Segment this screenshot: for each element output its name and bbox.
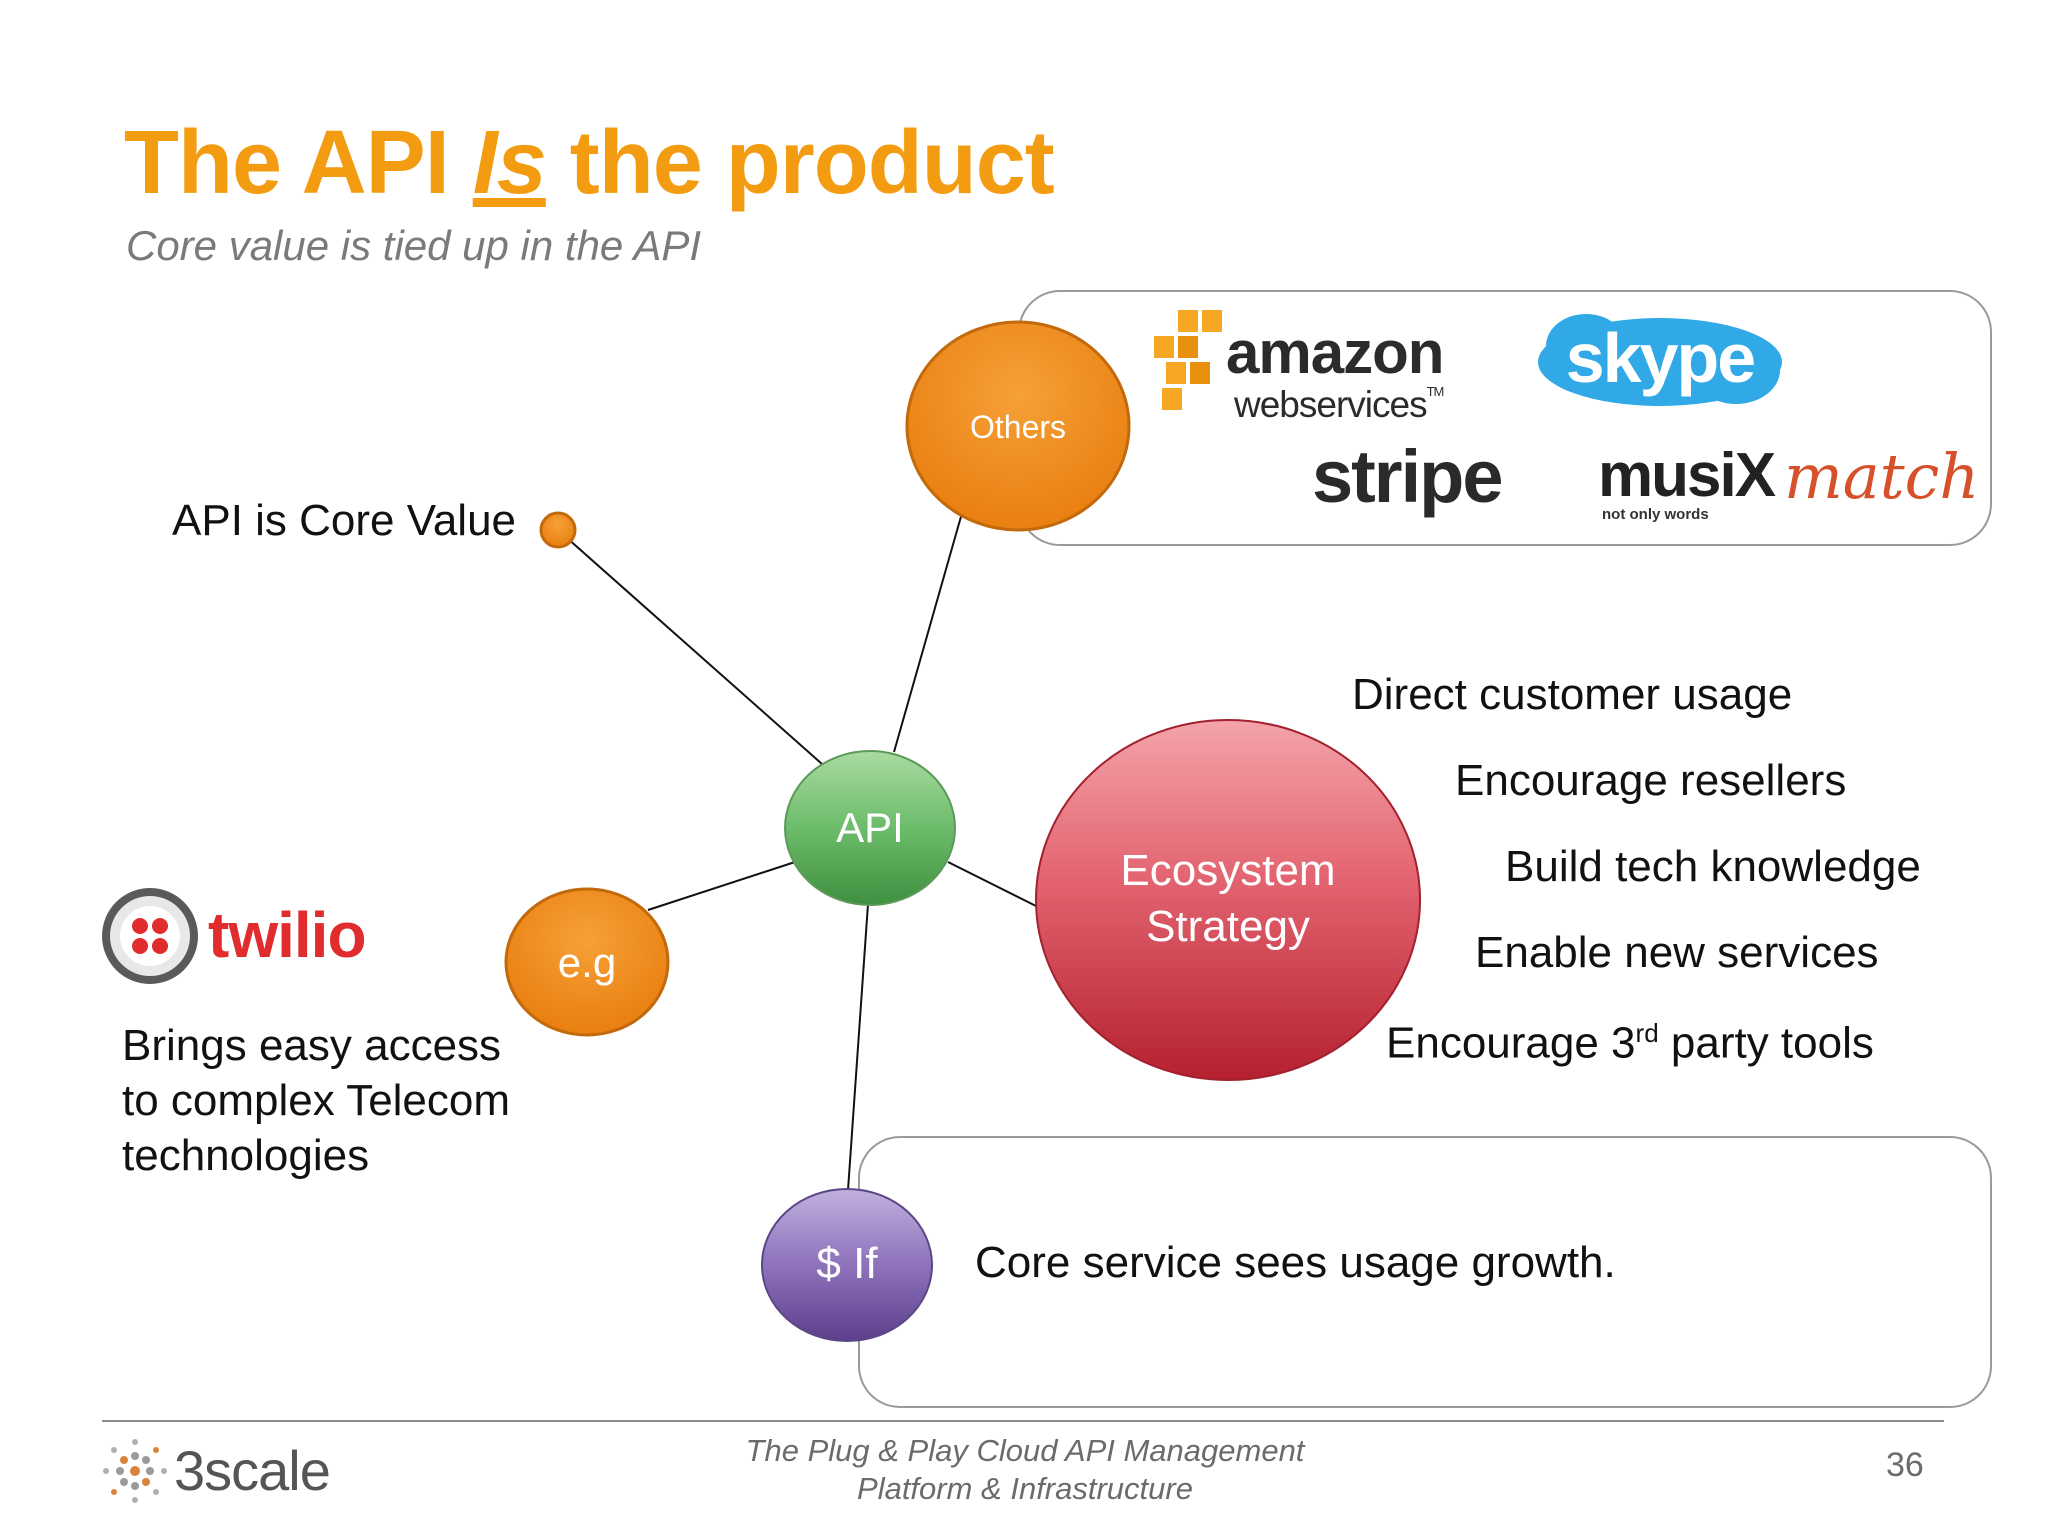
twilio-description-line: to complex Telecom [122,1076,511,1125]
twilio-description: Brings easy access to complex Telecom te… [122,1018,510,1183]
amazon-subtitle: webservicesTM [1234,384,1445,426]
strategy-text: party tools [1658,1018,1874,1068]
connector-ecosystem [947,861,1037,907]
others-label: Others [969,408,1067,445]
footer-tagline: The Plug & Play Cloud API Management Pla… [700,1432,1350,1508]
api-label: API [836,804,904,851]
threescale-dots-icon [103,1439,167,1503]
amazon-wordmark: amazon [1226,319,1444,386]
connector-core-value [557,529,823,765]
musixmatch-tagline: not only words [1602,506,1709,523]
page-number: 36 [1886,1446,1924,1484]
amazon-webservices-logo: amazon webservicesTM [1148,308,1468,428]
ecosystem-node [1035,719,1421,1081]
footer-tagline-line: The Plug & Play Cloud API Management [745,1433,1305,1468]
ecosystem-label-line: Ecosystem [1120,846,1336,895]
footer-divider [102,1420,1944,1422]
api-node [784,750,956,906]
if-node [761,1188,933,1342]
threescale-logo: 3scale [100,1436,360,1506]
others-node [905,320,1131,532]
ecosystem-label-line: Strategy [1146,902,1310,951]
stripe-logo: stripe [1312,435,1504,518]
strategy-superscript: rd [1635,1018,1659,1048]
connector-others [893,512,963,753]
connector-eg [647,861,796,911]
skype-wordmark: skype [1565,319,1756,397]
strategy-item: Encourage 3rd party tools [1386,1018,1874,1069]
twilio-wordmark: twilio [208,899,367,971]
skype-cloud-icon [1538,314,1782,406]
slide-title: The API Is the product [124,112,1055,215]
if-label: $ If [816,1239,878,1288]
growth-text: Core service sees usage growth. [975,1238,1616,1287]
eg-label: e.g [557,939,617,986]
strategy-text: Encourage 3 [1386,1018,1636,1068]
twilio-icon [102,888,198,984]
aws-cubes-icon [1154,310,1222,410]
connector-if [847,903,869,1191]
strategy-item: Direct customer usage [1352,670,1793,719]
eg-node [504,887,670,1037]
twilio-description-line: technologies [122,1131,370,1180]
strategy-item: Encourage resellers [1455,756,1847,805]
title-emphasis: Is [472,113,547,213]
growth-box [858,1136,1992,1408]
strategy-item: Enable new services [1475,928,1879,977]
musixmatch-logo: musiX match not only words [1598,440,1979,530]
musixmatch-wordmark-bold: musiX [1598,441,1776,510]
threescale-wordmark: 3scale [174,1439,331,1502]
logos-box [1018,290,1992,546]
twilio-description-line: Brings easy access [122,1021,502,1070]
ecosystem-label: Ecosystem Strategy [1036,844,1420,954]
footer-tagline-line: Platform & Infrastructure [857,1471,1193,1506]
core-value-label: API is Core Value [172,496,517,545]
strategy-item: Build tech knowledge [1505,842,1921,891]
core-value-dot [539,511,577,549]
twilio-logo: twilio [102,888,422,984]
title-part: The API [124,113,473,213]
amazon-tm: TM [1426,384,1445,399]
musixmatch-wordmark-script: match [1784,440,1980,513]
title-part: the product [545,113,1055,213]
slide-subtitle: Core value is tied up in the API [126,222,702,269]
amazon-subtitle-text: webservices [1234,384,1428,425]
skype-logo: skype [1536,306,1784,422]
